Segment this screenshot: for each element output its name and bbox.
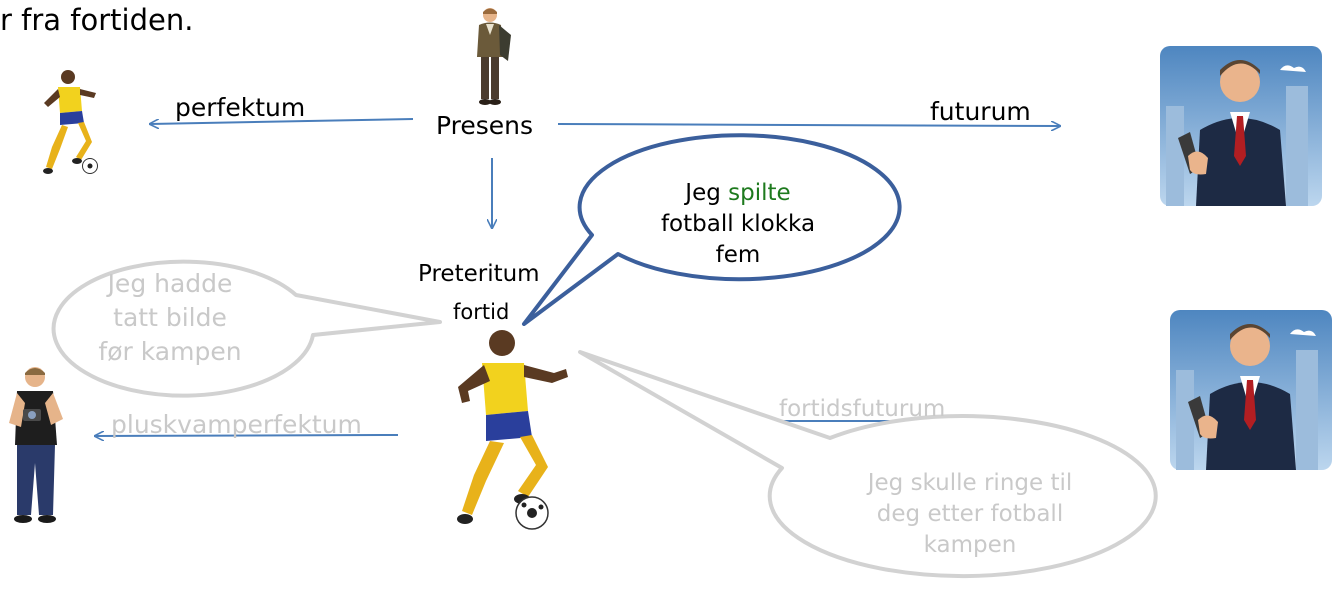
bubble-fortidsfut-line3: kampen xyxy=(923,532,1017,559)
bubble-pluskvam-shape xyxy=(51,259,442,398)
label-pluskvamperfektum: pluskvamperfektum xyxy=(111,410,362,439)
photographer-icon xyxy=(9,367,63,523)
label-fortidsfuturum: fortidsfuturum xyxy=(779,396,946,422)
label-perfektum: perfektum xyxy=(175,93,306,122)
bubble-fortidsfut-line1: Jeg skulle ringe til xyxy=(867,470,1073,496)
bubble-fortidsfut-text: Jeg skulle ringe til deg etter fotball k… xyxy=(820,468,1120,561)
bubble-pluskvam-text: Jeg hadde tatt bilde før kampen xyxy=(85,267,255,368)
soccer-player-large-icon xyxy=(457,330,568,530)
arrow-pluskvamperfektum xyxy=(95,435,399,436)
bubble-pluskvam-line1: Jeg hadde xyxy=(107,269,233,298)
label-preteritum: Preteritum xyxy=(418,261,540,287)
bubble-fortidsfut-shape xyxy=(578,350,1158,579)
header-fragment: r fra fortiden. xyxy=(0,3,194,37)
man-with-jacket-icon xyxy=(477,8,511,105)
bubble-preteritum-line2: fotball klokka xyxy=(660,211,816,238)
bubble-preteritum-shape xyxy=(522,133,902,326)
label-presens: Presens xyxy=(436,111,534,140)
label-fortid: fortid xyxy=(453,300,510,324)
businessman-phone-icon-top xyxy=(1160,46,1322,206)
bubble-pluskvam-line2: tatt bilde xyxy=(113,302,227,332)
bubble-preteritum-text: Jeg spilte fotball klokka fem xyxy=(628,178,848,271)
soccer-player-small-icon xyxy=(43,70,98,174)
verb-spilte: spilte xyxy=(728,180,791,206)
businessman-phone-icon-bottom xyxy=(1170,310,1332,470)
bubble-pluskvam-line3: før kampen xyxy=(98,336,242,366)
label-futurum: futurum xyxy=(930,97,1031,126)
bubble-fortidsfut-line2: deg etter fotball xyxy=(876,501,1064,528)
arrow-futurum xyxy=(557,124,1060,126)
bubble-preteritum-line3: fem xyxy=(715,242,761,269)
arrow-perfektum xyxy=(150,118,414,124)
bubble-preteritum-line1: Jeg spilte xyxy=(685,180,791,206)
